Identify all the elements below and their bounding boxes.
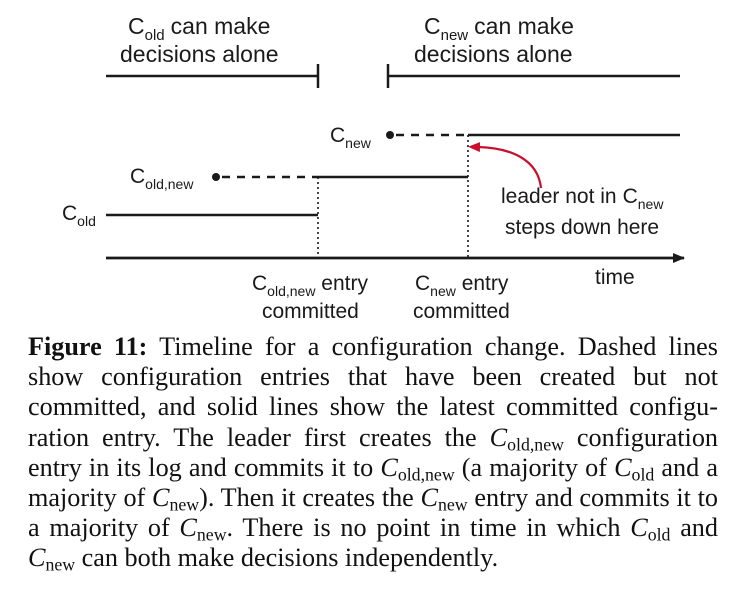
caption-symbol: C	[614, 452, 632, 482]
caption-symbol: C	[420, 483, 438, 513]
caption-text: ). Then it creates the	[199, 483, 421, 513]
caption-text: can both make decisions independently.	[75, 543, 499, 573]
caption-text: entry and commits it to a majority of	[28, 483, 718, 543]
caption-symbol-sub: old,new	[397, 464, 455, 485]
caption-text: and	[670, 513, 718, 543]
caption-symbol-sub: new	[169, 494, 200, 515]
caption-text: Timeline for a configuration change. Das…	[28, 332, 718, 452]
header-left-line2: decisions alone	[120, 41, 279, 67]
caption-symbol: C	[489, 422, 508, 452]
caption-symbol: C	[179, 513, 197, 543]
figure-label: Figure 11:	[28, 332, 148, 361]
caption-text: configuration entry in its log and commi…	[28, 422, 719, 482]
cnew-entry-created-dot	[386, 131, 394, 139]
caption-symbol-sub: new	[438, 494, 468, 515]
leader-stepdown-arrow	[468, 142, 543, 189]
annotation-line2: steps down here	[505, 216, 659, 239]
label-cold: Cold	[62, 202, 96, 229]
caption-symbol-sub: old	[647, 524, 671, 545]
caption-symbol: C	[380, 452, 398, 482]
caption-symbol: C	[151, 483, 170, 513]
coldnew-entry-created-dot	[212, 173, 220, 181]
caption-symbol-sub: new	[196, 524, 227, 545]
caption-symbol-sub: old,new	[507, 434, 564, 455]
label-cnew: Cnew	[330, 124, 372, 151]
coldnew-commit-label-line2: committed	[262, 300, 359, 323]
time-axis-label: time	[595, 266, 635, 289]
label-coldnew: Cold,new	[130, 165, 194, 192]
header-right-line2: decisions alone	[414, 41, 573, 67]
caption-symbol: C	[630, 513, 648, 543]
caption-symbol-sub: new	[45, 554, 76, 575]
caption-text: and a majority of	[28, 452, 718, 513]
caption-text: . There is no point in time in which	[226, 513, 631, 543]
caption-symbol: C	[28, 543, 46, 573]
cnew-commit-label-line1: Cnew entry	[415, 272, 509, 299]
caption-text: (a majority of	[454, 452, 615, 482]
coldnew-commit-label-line1: Cold,new entry	[252, 272, 368, 299]
cnew-commit-label-line2: committed	[413, 300, 510, 323]
figure-caption: Figure 11: Timeline for a configuration …	[28, 332, 718, 574]
caption-symbol-sub: old	[631, 464, 655, 485]
